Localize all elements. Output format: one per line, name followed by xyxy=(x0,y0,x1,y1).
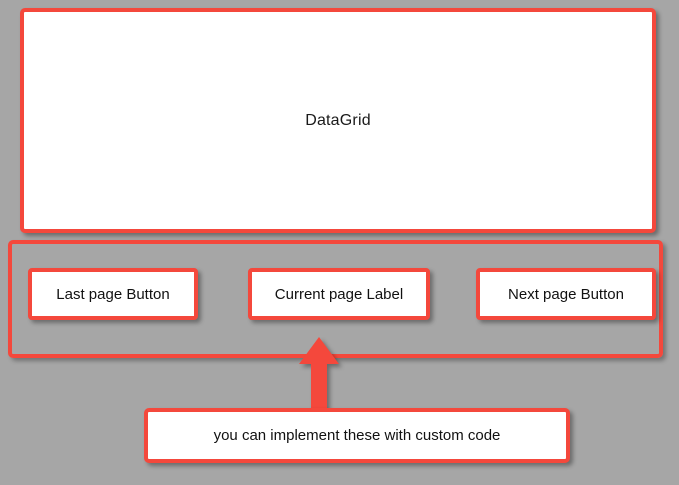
pager-panel: Last page Button Current page Label Next… xyxy=(8,240,663,358)
datagrid-label: DataGrid xyxy=(305,111,371,129)
datagrid-panel[interactable]: DataGrid xyxy=(20,8,656,233)
next-page-button[interactable]: Next page Button xyxy=(476,268,656,320)
last-page-button-label: Last page Button xyxy=(56,285,170,303)
current-page-label-text: Current page Label xyxy=(274,285,404,303)
last-page-button[interactable]: Last page Button xyxy=(28,268,198,320)
next-page-button-label: Next page Button xyxy=(508,285,624,303)
callout-text: you can implement these with custom code xyxy=(213,427,501,444)
current-page-label: Current page Label xyxy=(248,268,430,320)
up-arrow-icon xyxy=(299,337,339,412)
callout-box: you can implement these with custom code xyxy=(144,408,570,463)
